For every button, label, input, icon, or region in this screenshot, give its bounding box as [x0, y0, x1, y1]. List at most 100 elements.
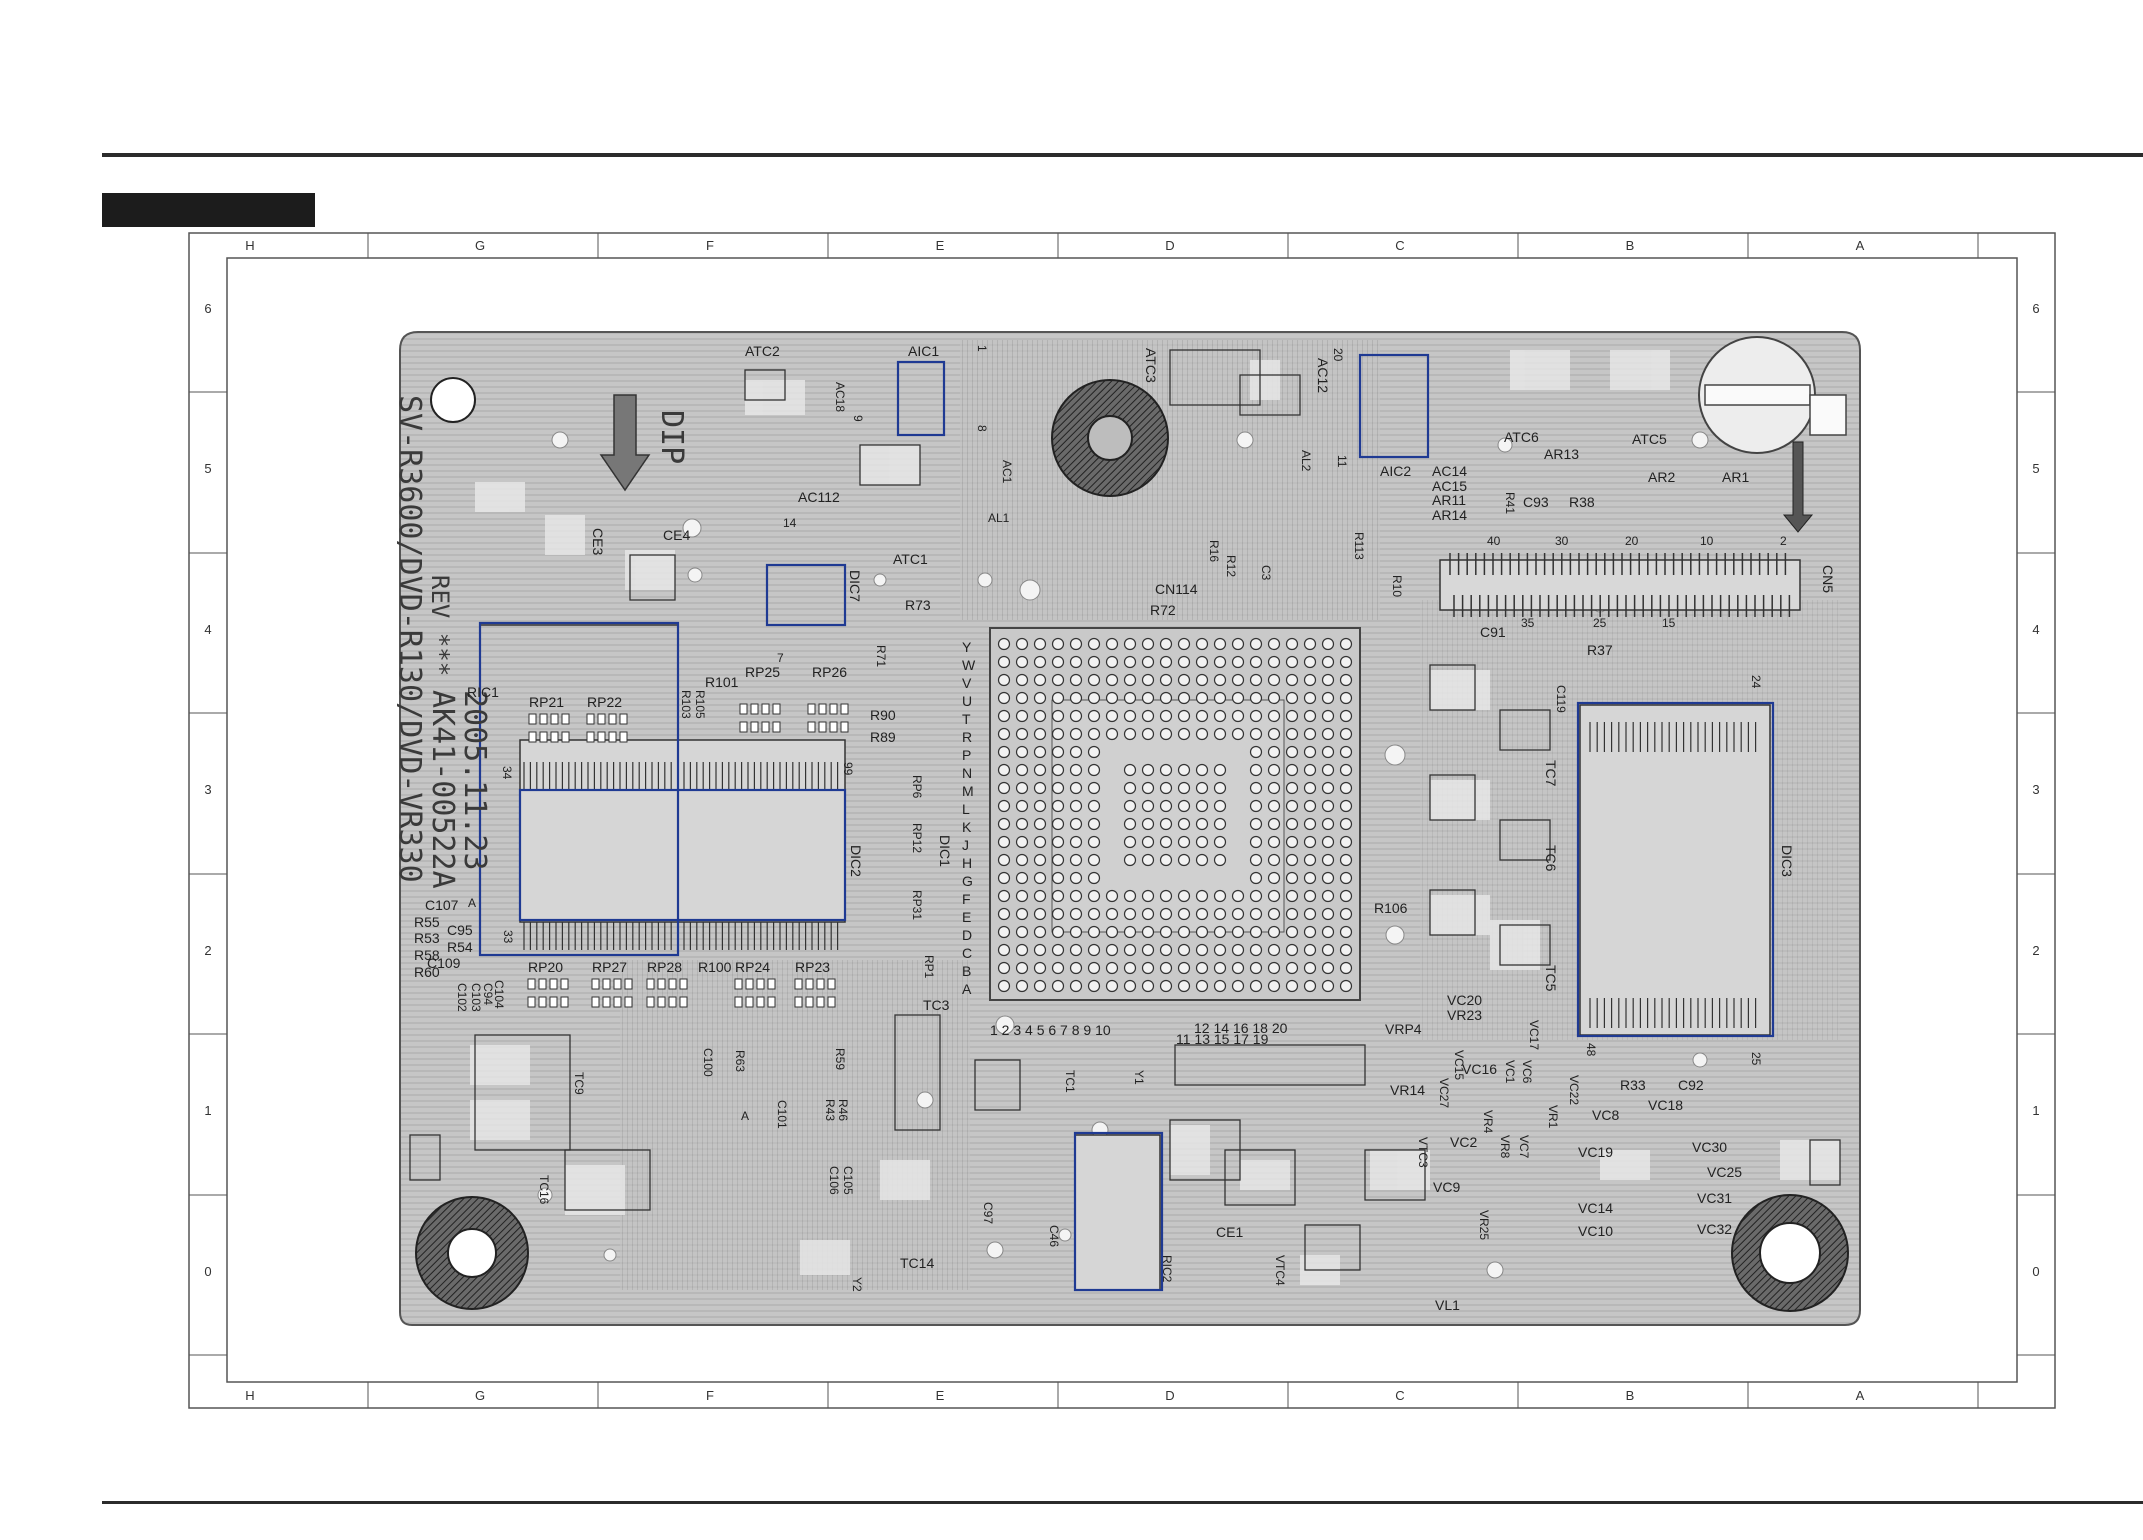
bga-ball — [1177, 655, 1191, 669]
rp-pad — [767, 978, 776, 990]
bga-ball — [1015, 925, 1029, 939]
bga-ball — [1087, 907, 1101, 921]
bga-ball — [997, 799, 1011, 813]
bga-ball — [1123, 979, 1137, 993]
ref-y2: Y2 — [850, 1277, 864, 1292]
row-label-left-2: 2 — [204, 943, 211, 958]
bga-ball — [1303, 763, 1317, 777]
bga-ball — [1267, 889, 1281, 903]
bga-ball — [1177, 799, 1191, 813]
bga-ball — [1285, 763, 1299, 777]
ref-c92: C92 — [1678, 1077, 1704, 1093]
bga-ball — [1321, 925, 1335, 939]
ref-tc1: TC1 — [1063, 1070, 1077, 1093]
rp-pad — [767, 996, 776, 1008]
bga-ball — [1033, 853, 1047, 867]
bga-ball — [1159, 979, 1173, 993]
ref-vc9: VC9 — [1433, 1179, 1460, 1195]
bga-ball — [1249, 709, 1263, 723]
pin-8: 8 — [975, 425, 989, 432]
bga-ball — [1177, 943, 1191, 957]
bga-ball — [1015, 907, 1029, 921]
silk-date: 2005.11.23 — [457, 690, 492, 871]
ref-tc14: TC14 — [900, 1255, 934, 1271]
ref-vc22: VC22 — [1567, 1075, 1581, 1105]
bga-ball — [1159, 943, 1173, 957]
bga-ball — [1069, 979, 1083, 993]
rp-pad — [624, 978, 633, 990]
ref-rp6: RP6 — [910, 775, 924, 799]
bga-ball — [1267, 943, 1281, 957]
bga-ball — [1051, 889, 1065, 903]
ref-c93: C93 — [1523, 494, 1549, 510]
bga-ball — [1015, 889, 1029, 903]
bga-ball — [1249, 727, 1263, 741]
ref-atc1: ATC1 — [893, 551, 928, 567]
bga-ball — [1141, 925, 1155, 939]
bga-row-letter: P — [962, 747, 971, 763]
ref-aic2: AIC2 — [1380, 463, 1411, 479]
bga-ball — [1087, 835, 1101, 849]
bga-ball — [1195, 691, 1209, 705]
drawing-frame: H G F E D C B A H G F E D C B A 6 5 4 3 … — [188, 232, 2056, 1409]
rp-pad — [591, 996, 600, 1008]
rp-pad — [528, 713, 537, 725]
bga-ball — [1141, 673, 1155, 687]
rp-pad — [829, 721, 838, 733]
ref-ric2: RIC2 — [1160, 1255, 1174, 1283]
row-label-left-0: 0 — [204, 1264, 211, 1279]
bga-ball — [997, 637, 1011, 651]
col-label-top-a: A — [1856, 238, 1865, 253]
rp-pad — [608, 713, 617, 725]
rp-pad — [619, 731, 628, 743]
ref-ce4: CE4 — [663, 527, 690, 543]
ref-r103: R103 — [679, 690, 693, 719]
bga-ball — [1213, 691, 1227, 705]
ref-vc10: VC10 — [1578, 1223, 1613, 1239]
bga-ball — [1285, 691, 1299, 705]
bga-ball — [1015, 979, 1029, 993]
rp-pad — [657, 978, 666, 990]
bga-ball — [1249, 871, 1263, 885]
silk-rev: REV *** — [426, 575, 454, 676]
col-label-top-f: F — [706, 238, 714, 253]
bga-ball — [1051, 925, 1065, 939]
rp-pad — [761, 721, 770, 733]
cn5-pin-30: 30 — [1555, 534, 1569, 548]
bga-ball — [997, 961, 1011, 975]
rp-pad — [739, 703, 748, 715]
ref-ce3: CE3 — [590, 528, 606, 555]
bga-ball — [1087, 673, 1101, 687]
bga-ball — [1339, 727, 1353, 741]
rp-pad — [527, 996, 536, 1008]
rp-pad — [794, 996, 803, 1008]
ref-dic7: DIC7 — [847, 570, 863, 602]
bga-ball — [1339, 979, 1353, 993]
row-label-left-4: 4 — [204, 622, 211, 637]
bga-row-letter: C — [962, 945, 972, 961]
bga-ball — [997, 925, 1011, 939]
bga-row-letter: G — [962, 873, 973, 889]
rp-pad — [818, 703, 827, 715]
row-label-right-4: 4 — [2032, 622, 2039, 637]
bga-ball — [1069, 835, 1083, 849]
bga-ball — [997, 691, 1011, 705]
bga-ball — [1267, 691, 1281, 705]
bga-ball — [1195, 979, 1209, 993]
bga-ball — [1231, 925, 1245, 939]
ref-rp24: RP24 — [735, 959, 770, 975]
bga-ball — [1159, 655, 1173, 669]
rp-pad — [816, 978, 825, 990]
bga-ball — [1069, 673, 1083, 687]
bga-ball — [1213, 637, 1227, 651]
bga-row-letter: N — [962, 765, 972, 781]
bga-ball — [1141, 889, 1155, 903]
bga-ball — [1249, 781, 1263, 795]
bga-ball — [1051, 655, 1065, 669]
bga-ball — [1249, 889, 1263, 903]
ref-r106: R106 — [1374, 900, 1408, 916]
bga-ball — [1159, 889, 1173, 903]
bga-ball — [1339, 871, 1353, 885]
rp-pad — [591, 978, 600, 990]
rp-pad — [539, 713, 548, 725]
